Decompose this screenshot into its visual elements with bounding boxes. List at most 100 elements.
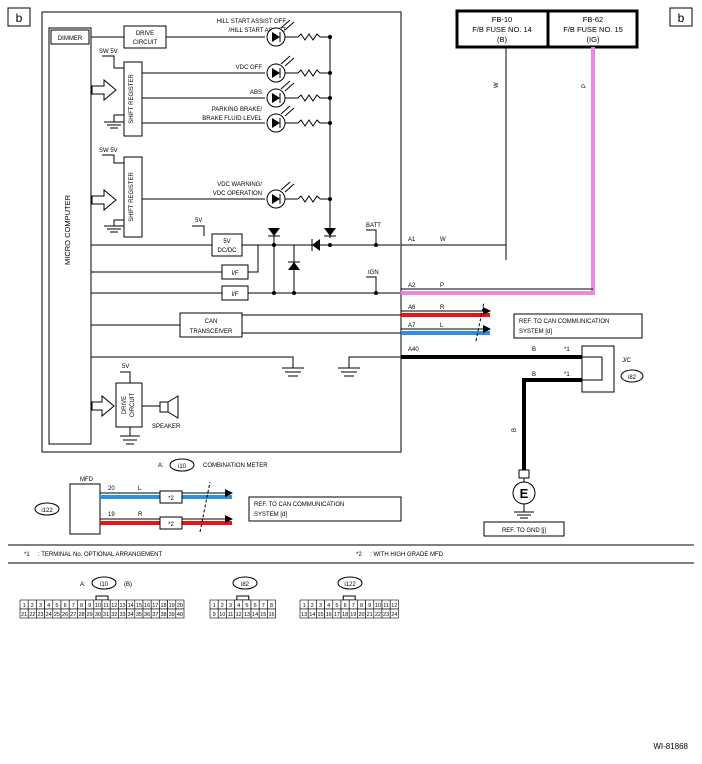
indicator-led-4	[266, 105, 332, 133]
page-marker-left: b	[16, 11, 23, 25]
connector-pin: 35	[136, 612, 142, 618]
mfd-can-ref-line1: REF. TO CAN COMMUNICATION	[254, 502, 344, 508]
mfd-star2-bottom: *2	[168, 522, 174, 528]
indicator-vdc-warning-line1: VDC WARNING/	[217, 182, 262, 188]
terminal-a1-pin: A1	[408, 237, 416, 243]
mfd-code-oval	[34, 502, 60, 516]
can-ref-line1: REF. TO CAN COMMUNICATION	[519, 319, 609, 325]
can-ref-line2: SYSTEM [d]	[519, 329, 552, 335]
connector-pin: 12	[111, 603, 117, 609]
connector-pin: 37	[152, 612, 158, 618]
connector-pin: 11	[228, 612, 234, 618]
connector-pin: 1	[213, 603, 216, 609]
connector-pin: 22	[29, 612, 35, 618]
dcdc-label-line2: DC/DC	[218, 248, 238, 254]
dcdc-5v-supply-label: 5V	[195, 218, 202, 224]
gnd-ref-label: REF. TO GND [j]	[502, 528, 546, 534]
connector-pin: 3	[229, 603, 232, 609]
connector-pin: 31	[103, 612, 109, 618]
jc-box	[581, 345, 615, 393]
indicator-led-2	[266, 55, 332, 83]
connector-1-code: i10	[100, 582, 109, 588]
connector-pin: 18	[160, 603, 166, 609]
connector-pin: 12	[391, 603, 397, 609]
connector-pin: 14	[128, 603, 134, 609]
connector-pin: 12	[236, 612, 242, 618]
connector-pin: 10	[375, 603, 381, 609]
connector-pin: 2	[221, 603, 224, 609]
connector-pin: 28	[78, 612, 84, 618]
can-transceiver-line2: TRANSCEIVER	[190, 329, 233, 335]
gnd-ref-box[interactable]	[483, 521, 565, 537]
connector-2-code: i82	[241, 582, 250, 588]
mfd-wire-r: R	[138, 512, 143, 518]
mfd-label: MFD	[80, 477, 94, 483]
indicator-abs: ABS	[250, 90, 262, 96]
connector-pin: 14	[252, 612, 258, 618]
terminal-a6-pin: A6	[408, 305, 416, 311]
note-2-text: : WITH HIGH GRADE MFD	[370, 552, 444, 558]
indicator-hill-start-line1: HILL START ASSIST OFF	[217, 19, 287, 25]
jc-code: i82	[628, 375, 637, 381]
shift-register-2-box	[123, 156, 143, 238]
note-1-mark: *1	[24, 552, 30, 558]
speaker-label: SPEAKER	[152, 424, 181, 430]
indicator-parking-brake-line2: BRAKE FLUID LEVEL	[202, 116, 262, 122]
connector-pin: 4	[237, 603, 240, 609]
connector-pin: 20	[177, 603, 183, 609]
shift-register-1-box	[123, 61, 143, 137]
connector-pin: 6	[344, 603, 347, 609]
fuse-wire-p-label: P	[582, 84, 588, 88]
drive-circuit-top-line1: DRIVE	[136, 31, 154, 37]
jc-code-oval	[620, 369, 644, 383]
connector-pin: 21	[21, 612, 27, 618]
mfd-can-ref-box[interactable]	[248, 496, 402, 522]
connector-pin: 10	[219, 612, 225, 618]
mfd-star2-box-top	[159, 490, 183, 504]
indicator-led-5	[266, 181, 332, 209]
sw5v-2-label: SW 5V	[99, 148, 118, 154]
sw5v-1-label: SW 5V	[99, 49, 118, 55]
if-label-1: I/F	[232, 271, 239, 277]
dcdc-label-line1: 5V	[223, 239, 230, 245]
drive-circuit-bottom-line1: DRIVE	[122, 396, 128, 414]
shift-register-1-input-arrow	[91, 78, 117, 102]
ground-wire-label: B	[512, 428, 518, 432]
connector-pin: 8	[270, 603, 273, 609]
connector-pin: 4	[327, 603, 330, 609]
drive-circuit-bottom-line2: CIRCUIT	[130, 393, 136, 418]
mfd-can-ref-line2: SYSTEM [d]	[254, 512, 287, 518]
drive-circuit-bottom-box	[115, 382, 143, 428]
connector-pin: 24	[391, 612, 397, 618]
diagram-id: WI-81868	[653, 742, 688, 751]
ground-wire-label-top: B	[532, 372, 536, 378]
combination-meter-name: COMBINATION METER	[203, 463, 268, 469]
connector-pin: 7	[72, 603, 75, 609]
page-marker-right-box	[669, 7, 693, 27]
page-marker-right: b	[678, 11, 685, 25]
can-ref-box[interactable]	[513, 313, 643, 339]
connector-pin: 3	[319, 603, 322, 609]
connector-pin: 9	[368, 603, 371, 609]
terminal-a40-pin: A40	[408, 347, 419, 353]
terminal-a6-wire: R	[440, 305, 445, 311]
connector-pin: 9	[213, 612, 216, 618]
connector-pin: 8	[360, 603, 363, 609]
terminal-a7-wire: L	[440, 323, 444, 329]
combination-meter-code: i10	[178, 464, 187, 470]
indicator-parking-brake-line1: PARKING BRAKE/	[212, 107, 263, 113]
mfd-wire-l: L	[138, 486, 142, 492]
can-transceiver-box	[179, 312, 243, 338]
indicator-led-3	[266, 80, 332, 108]
fuse-2-code: FB-62	[583, 15, 603, 24]
speaker-5v-label: 5V	[122, 364, 129, 370]
mfd-pin-19: 19	[108, 512, 115, 518]
indicator-hill-start-line2: /HILL START ASSIST	[229, 28, 287, 34]
mfd-star2-box-bottom	[159, 516, 183, 530]
connector-pin: 1	[23, 603, 26, 609]
connector-pin: 16	[144, 603, 150, 609]
connector-pin: 26	[62, 612, 68, 618]
connector-pin: 13	[119, 603, 125, 609]
